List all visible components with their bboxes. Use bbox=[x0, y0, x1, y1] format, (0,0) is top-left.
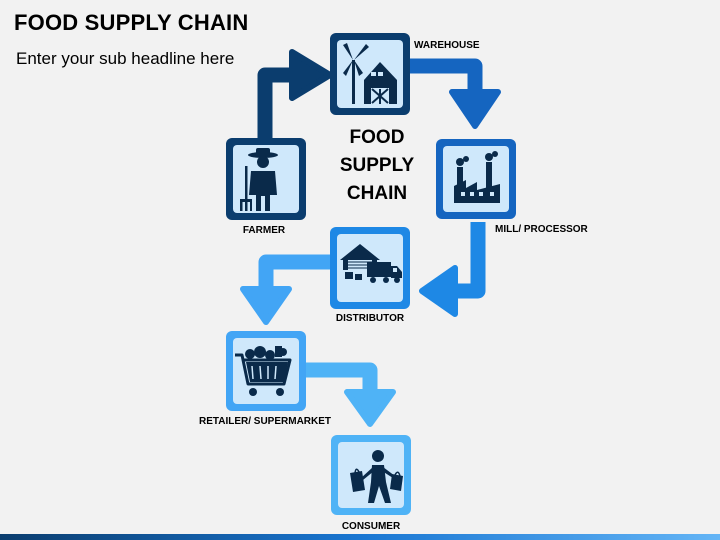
center-title: FOOD SUPPLY CHAIN bbox=[340, 127, 415, 204]
stage-label-mill-processor: MILL/ PROCESSOR bbox=[495, 224, 589, 235]
arrow-warehouse-to-mill bbox=[410, 58, 501, 129]
stage-label-warehouse: WAREHOUSE bbox=[414, 40, 480, 51]
center-title-line-2: SUPPLY bbox=[340, 155, 415, 176]
stage-label-distributor: DISTRIBUTOR bbox=[336, 313, 405, 324]
arrow-distributor-to-retailer bbox=[240, 254, 332, 325]
stage-farmer: FARMER bbox=[226, 138, 306, 236]
distributor-icon bbox=[340, 244, 402, 283]
stage-retailer: RETAILER/ SUPERMARKET bbox=[199, 331, 331, 427]
consumer-icon bbox=[350, 450, 403, 503]
stage-distributor: DISTRIBUTOR bbox=[330, 227, 410, 324]
shopping-cart-icon bbox=[235, 346, 292, 396]
stage-label-retailer: RETAILER/ SUPERMARKET bbox=[199, 416, 331, 427]
arrow-mill-to-distributor bbox=[419, 222, 486, 317]
stage-label-consumer: CONSUMER bbox=[342, 521, 401, 532]
warehouse-icon bbox=[343, 43, 397, 104]
stage-consumer: CONSUMER bbox=[331, 435, 411, 532]
arrow-retailer-to-consumer bbox=[306, 362, 396, 427]
center-title-line-3: CHAIN bbox=[347, 183, 407, 204]
stage-label-farmer: FARMER bbox=[243, 225, 286, 236]
page-title: FOOD SUPPLY CHAIN bbox=[14, 10, 249, 35]
factory-icon bbox=[454, 151, 500, 203]
bottom-accent-bar bbox=[0, 534, 720, 540]
stage-warehouse: WAREHOUSE bbox=[330, 33, 480, 115]
arrow-farmer-to-warehouse bbox=[257, 49, 333, 140]
stage-mill-processor: MILL/ PROCESSOR bbox=[436, 139, 589, 235]
page-subtitle: Enter your sub headline here bbox=[16, 49, 235, 68]
center-title-line-1: FOOD bbox=[350, 127, 405, 148]
farmer-icon bbox=[240, 148, 278, 211]
